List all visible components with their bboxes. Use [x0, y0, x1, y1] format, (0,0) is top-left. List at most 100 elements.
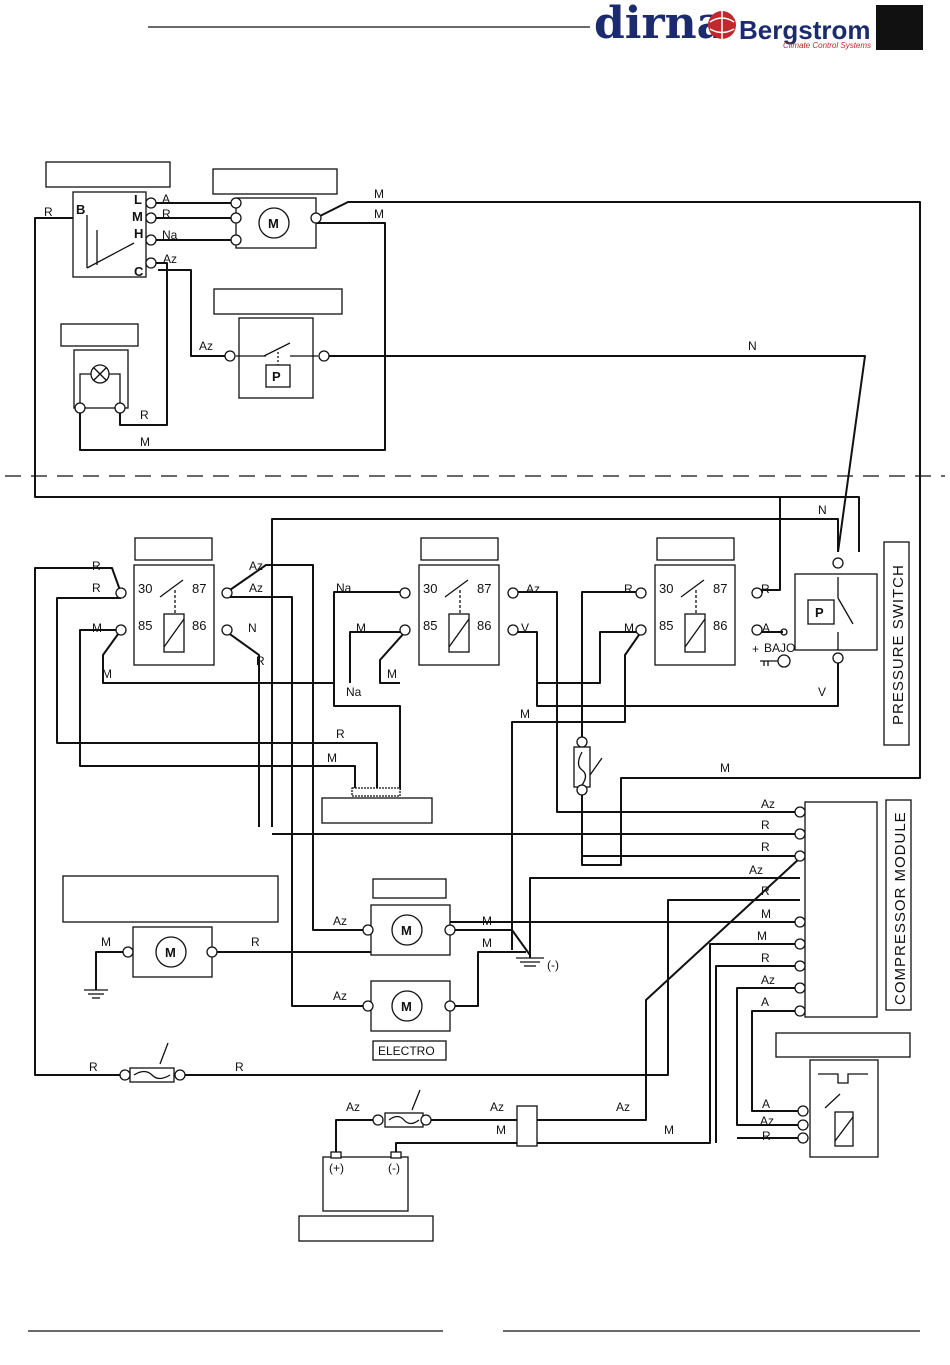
compressor-module: COMPRESSOR MODULE — [804, 801, 909, 1018]
wire-label-m: M — [327, 751, 337, 765]
terminal — [145, 197, 157, 209]
battery-fuse — [384, 1089, 424, 1128]
wire-label-r: R — [256, 654, 265, 668]
blower-motor-top: M — [235, 197, 317, 249]
main-fuse — [129, 1042, 175, 1083]
wire-label-m: M — [374, 187, 384, 201]
wire-label-az: Az — [333, 914, 347, 928]
terminal — [794, 960, 806, 972]
connector-icon — [351, 787, 401, 797]
switch-pin-h: H — [134, 226, 143, 241]
terminal — [794, 850, 806, 862]
compressor-module-title: COMPRESSOR MODULE — [892, 811, 909, 1005]
wire-label-az: Az — [616, 1100, 630, 1114]
blower-motor-symbol: M — [165, 945, 176, 960]
wire-label-r: R — [235, 1060, 244, 1074]
terminal — [221, 587, 233, 599]
electro-fan-1: ELECTRO M — [370, 878, 451, 956]
terminal — [119, 1069, 131, 1081]
wire-label-m: M — [374, 207, 384, 221]
wire-label-az: Az — [249, 559, 263, 573]
terminal — [230, 212, 242, 224]
brand-tagline: Climate Control Systems — [783, 41, 871, 50]
ground-icon: (-) — [516, 950, 559, 972]
wire-label-az: Az — [749, 863, 763, 877]
motor-icon — [155, 936, 187, 968]
wire-label-r: R — [761, 840, 770, 854]
wire-label-az: Az — [249, 581, 263, 595]
wire-label-r: R — [92, 581, 101, 595]
terminal — [114, 402, 126, 414]
relay2-pin-86: 86 — [477, 618, 491, 633]
wire-label-m: M — [101, 935, 111, 949]
pressure-switch-icon — [807, 599, 835, 625]
relay3-pin-85: 85 — [659, 618, 673, 633]
terminal — [751, 624, 763, 636]
battery: (+) (-) — [322, 1151, 409, 1212]
wire-label-m: M — [761, 907, 771, 921]
wire-label-r: R — [89, 1060, 98, 1074]
wire-label-az: Az — [333, 989, 347, 1003]
terminal — [115, 587, 127, 599]
wire-label-m: M — [140, 435, 150, 449]
terminal — [797, 1119, 809, 1131]
terminal — [399, 587, 411, 599]
electro-motor-symbol-2: M — [401, 999, 412, 1014]
terminal — [797, 1132, 809, 1144]
pressure-symbol-top: P — [272, 369, 281, 384]
relay1-pin-30: 30 — [138, 581, 152, 596]
blower-fan-lower: M — [132, 926, 213, 978]
wire-label-az: Az — [761, 973, 775, 987]
motor-icon — [391, 990, 423, 1022]
terminal — [794, 938, 806, 950]
wire-label-n: N — [248, 621, 257, 635]
wire-label-r: R — [336, 727, 345, 741]
terminal — [751, 587, 763, 599]
ground-label: (-) — [547, 958, 559, 972]
terminal — [420, 1114, 432, 1126]
motor-icon — [391, 914, 423, 946]
terminal — [576, 736, 588, 748]
relay3-pin-30: 30 — [659, 581, 673, 596]
wire-label-az: Az — [199, 339, 213, 353]
wire-label-r: R — [761, 951, 770, 965]
terminal — [224, 350, 236, 362]
wire-label-r: R — [761, 884, 770, 898]
wire-label-na: Na — [346, 685, 362, 699]
terminal — [832, 557, 844, 569]
wire-label-az: Az — [760, 1114, 774, 1128]
wire-label-m: M — [387, 667, 397, 681]
wire-label-v: V — [521, 621, 529, 635]
wire-label-m: M — [720, 761, 730, 775]
wire-label-m: M — [496, 1123, 506, 1137]
relay1-pin-86: 86 — [192, 618, 206, 633]
pressure-symbol: P — [815, 605, 824, 620]
wire-label-r: R — [762, 1129, 771, 1143]
wire-label-m: M — [482, 936, 492, 950]
switch-pin-m: M — [132, 209, 143, 224]
terminal — [576, 784, 588, 796]
wire-label-m: M — [757, 929, 767, 943]
battery-negative: (-) — [388, 1161, 400, 1175]
switch-pin-c: C — [134, 264, 144, 279]
motor-icon — [258, 207, 290, 239]
wire-label-m: M — [624, 621, 634, 635]
relay-3: 30 87 85 86 — [654, 564, 736, 666]
terminal — [145, 234, 157, 246]
terminal — [507, 624, 519, 636]
wire-label-az: Az — [761, 797, 775, 811]
header-black-tab — [876, 5, 923, 50]
wire-label-r: R — [761, 582, 770, 596]
ignition-label: BAJO — [764, 641, 795, 655]
wire-label-m: M — [102, 667, 112, 681]
wire-label-r: R — [44, 205, 53, 219]
terminal — [74, 402, 86, 414]
pressure-switch: P PRESSURE SWITCH — [794, 564, 907, 725]
terminal — [399, 624, 411, 636]
electro-fan-2: M ELECTRO — [370, 980, 451, 1061]
globe-logo-icon — [708, 11, 736, 39]
wire-label-a: A — [762, 1097, 770, 1111]
relay2-pin-30: 30 — [423, 581, 437, 596]
